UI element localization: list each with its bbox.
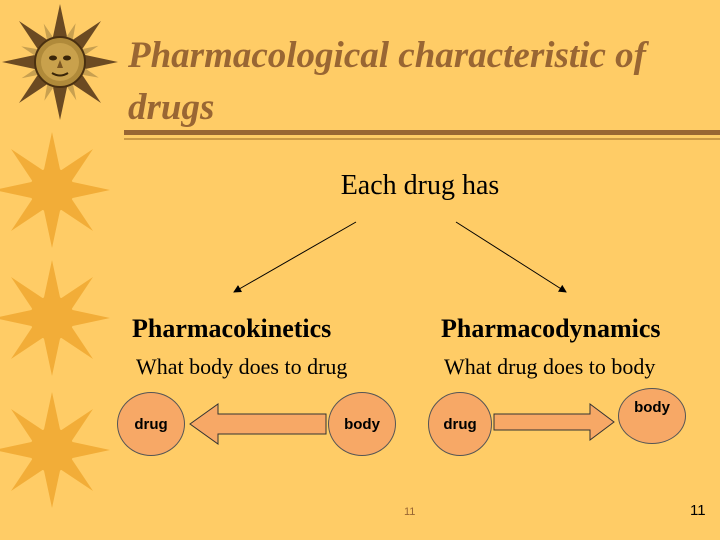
sun-icon [0, 392, 110, 508]
pharmacokinetics-description: What body does to drug [136, 354, 347, 380]
pharmacodynamics-description: What drug does to body [444, 354, 655, 380]
body-circle-right: body [618, 388, 686, 444]
sun-decoration-strip [0, 0, 120, 540]
drug-circle-right: drug [428, 392, 492, 456]
footer-page-number: 11 [404, 506, 415, 518]
pharmacokinetics-heading: Pharmacokinetics [132, 314, 331, 344]
subtitle: Each drug has [0, 170, 720, 202]
pharmacodynamics-heading: Pharmacodynamics [441, 314, 661, 344]
title-divider-thin [124, 138, 720, 140]
drug-circle-left: drug [117, 392, 185, 456]
slide-title: Pharmacological characteristic of drugs [128, 30, 708, 134]
title-divider [124, 130, 720, 135]
arrow-to-pharmacodynamics [456, 222, 566, 292]
block-arrow-right [494, 404, 614, 440]
slide-number: 11 [690, 502, 706, 519]
block-arrow-left [190, 404, 326, 444]
sun-icon [0, 260, 110, 376]
arrow-to-pharmacokinetics [234, 222, 356, 292]
body-circle-left: body [328, 392, 396, 456]
sun-face-icon [2, 4, 118, 120]
